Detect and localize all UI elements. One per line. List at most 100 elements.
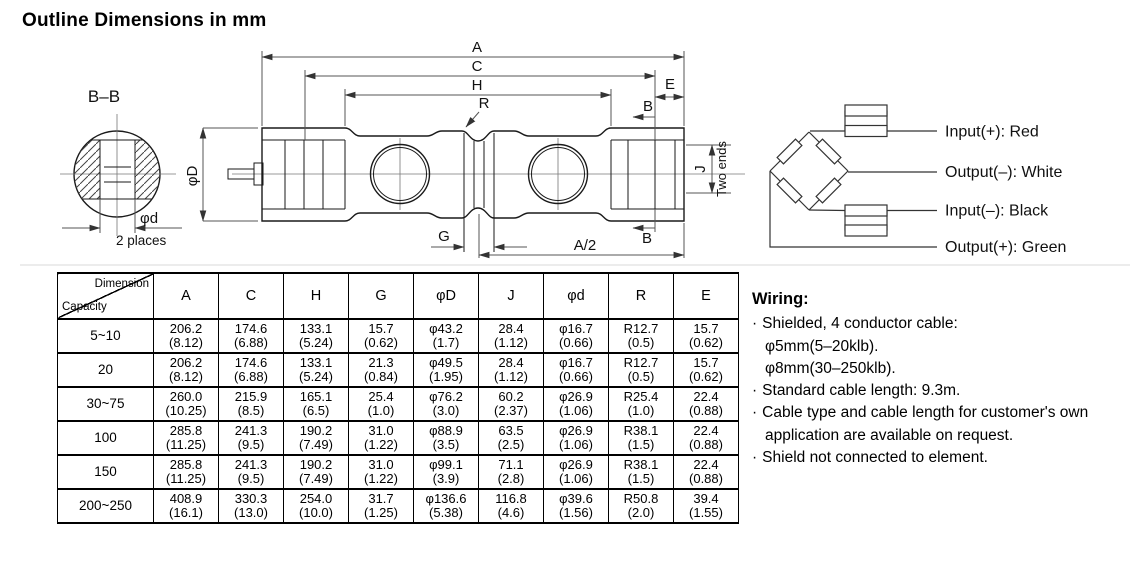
- dimension-annotations: A C H E R B B φD: [184, 39, 731, 259]
- page-title: Outline Dimensions in mm: [22, 10, 267, 31]
- wiring-notes-heading: Wiring:: [752, 290, 809, 308]
- bullet-marker: ·: [752, 449, 758, 467]
- dim-cell: φ26.9 (1.06): [543, 420, 609, 456]
- strain-gauge-resistor: [776, 138, 803, 165]
- column-header-e: E: [673, 272, 739, 320]
- dim-cell: 254.0 (10.0): [283, 488, 349, 524]
- compensation-resistor: [844, 104, 888, 117]
- dim-cell: 206.2 (8.12): [153, 318, 219, 354]
- dim-cell: 241.3 (9.5): [218, 454, 284, 490]
- side-view-load-cell: [227, 127, 745, 258]
- dim-cell: 15.7 (0.62): [673, 352, 739, 388]
- table-row: 100 285.8 (11.25) 241.3 (9.5) 190.2 (7.4…: [57, 420, 739, 456]
- compensation-resistor: [844, 124, 888, 138]
- dim-cell: 190.2 (7.49): [283, 454, 349, 490]
- dim-cell: 285.8 (11.25): [153, 454, 219, 490]
- dim-cell: 63.5 (2.5): [478, 420, 544, 456]
- dim-label-c: C: [472, 58, 483, 75]
- dim-cell: 215.9 (8.5): [218, 386, 284, 422]
- dim-label-r: R: [479, 95, 490, 112]
- note-text: Cable type and cable length for customer…: [762, 404, 1089, 444]
- dim-cell: 31.0 (1.22): [348, 420, 414, 456]
- bullet-marker: ·: [752, 315, 758, 333]
- column-header-c: C: [218, 272, 284, 320]
- capacity-cell: 200~250: [57, 488, 154, 524]
- bullet-marker: ·: [752, 382, 758, 400]
- wiring-note-item: ·Shield not connected to element.: [752, 447, 1120, 469]
- note-text: φ5mm(5–20klb).: [765, 337, 879, 355]
- corner-dimension-label: Dimension: [94, 278, 149, 290]
- dim-cell: 22.4 (0.88): [673, 454, 739, 490]
- compensation-resistor: [844, 224, 888, 237]
- table-row: 20 206.2 (8.12) 174.6 (6.88) 133.1 (5.24…: [57, 352, 739, 388]
- dim-cell: 330.3 (13.0): [218, 488, 284, 524]
- dim-label-a-half: A/2: [574, 237, 597, 254]
- dimension-table: Dimension Capacity A C H G φD J φd R E 5…: [57, 272, 739, 524]
- dim-cell: 15.7 (0.62): [673, 318, 739, 354]
- dim-cell: φ49.5 (1.95): [413, 352, 479, 388]
- section-label: B–B: [88, 87, 120, 106]
- column-header-g: G: [348, 272, 414, 320]
- capacity-cell: 150: [57, 454, 154, 490]
- dim-label-phi-D: φD: [184, 166, 201, 187]
- dim-cell: 190.2 (7.49): [283, 420, 349, 456]
- dim-cell: 174.6 (6.88): [218, 352, 284, 388]
- note-text: φ8mm(30–250klb).: [765, 359, 896, 377]
- dim-cell: 25.4 (1.0): [348, 386, 414, 422]
- dim-cell: R38.1 (1.5): [608, 454, 674, 490]
- dim-cell: φ99.1 (3.9): [413, 454, 479, 490]
- dim-cell: R50.8 (2.0): [608, 488, 674, 524]
- table-row: 5~10 206.2 (8.12) 174.6 (6.88) 133.1 (5.…: [57, 318, 739, 354]
- dim-cell: 71.1 (2.8): [478, 454, 544, 490]
- note-text: Shield not connected to element.: [762, 449, 988, 467]
- dim-cell: φ76.2 (3.0): [413, 386, 479, 422]
- wiring-notes: Wiring: ·Shielded, 4 conductor cable: φ5…: [752, 288, 1120, 469]
- dim-cell: 22.4 (0.88): [673, 420, 739, 456]
- column-header-phi-D: φD: [413, 272, 479, 320]
- dim-cell: 31.0 (1.22): [348, 454, 414, 490]
- note-text: Standard cable length: 9.3m.: [762, 382, 961, 400]
- dim-cell: 260.0 (10.25): [153, 386, 219, 422]
- dim-cell: φ43.2 (1.7): [413, 318, 479, 354]
- dim-cell: R38.1 (1.5): [608, 420, 674, 456]
- section-mark-b-top: B: [643, 98, 653, 115]
- dim-label-phi-d: φd: [140, 210, 158, 227]
- column-header-h: H: [283, 272, 349, 320]
- bridge-circuit-diagram: Input(+): Red Output(–): White Input(–):…: [769, 104, 1066, 256]
- wiring-note-item: ·Standard cable length: 9.3m.: [752, 380, 1120, 402]
- dim-label-g: G: [438, 228, 450, 245]
- dim-cell: 133.1 (5.24): [283, 318, 349, 354]
- dim-cell: R12.7 (0.5): [608, 318, 674, 354]
- dim-cell: 241.3 (9.5): [218, 420, 284, 456]
- dim-cell: φ16.7 (0.66): [543, 352, 609, 388]
- dim-cell: 21.3 (0.84): [348, 352, 414, 388]
- column-header-r: R: [608, 272, 674, 320]
- column-header-phi-d: φd: [543, 272, 609, 320]
- dim-cell: 28.4 (1.12): [478, 318, 544, 354]
- note-text: Shielded, 4 conductor cable:: [762, 315, 958, 333]
- capacity-cell: 5~10: [57, 318, 154, 354]
- bullet-marker: ·: [752, 404, 758, 422]
- column-header-a: A: [153, 272, 219, 320]
- dim-cell: 31.7 (1.25): [348, 488, 414, 524]
- compensation-resistor: [844, 204, 888, 217]
- section-mark-b-bottom: B: [642, 230, 652, 247]
- table-row: 200~250 408.9 (16.1) 330.3 (13.0) 254.0 …: [57, 488, 739, 524]
- capacity-cell: 20: [57, 352, 154, 388]
- dim-cell: R25.4 (1.0): [608, 386, 674, 422]
- dim-cell: 206.2 (8.12): [153, 352, 219, 388]
- wire-label-input-minus: Input(–): Black: [945, 203, 1049, 220]
- dim-label-a: A: [472, 39, 482, 56]
- dim-label-h: H: [472, 77, 483, 94]
- dim-cell: 285.8 (11.25): [153, 420, 219, 456]
- section-view-bb: B–B φd 2 places: [60, 87, 182, 248]
- dim-cell: 39.4 (1.55): [673, 488, 739, 524]
- column-header-j: J: [478, 272, 544, 320]
- dim-label-j: J: [692, 165, 709, 173]
- dim-cell: 165.1 (6.5): [283, 386, 349, 422]
- dim-cell: 22.4 (0.88): [673, 386, 739, 422]
- wire-label-output-plus: Output(+): Green: [945, 239, 1066, 256]
- dim-cell: φ26.9 (1.06): [543, 454, 609, 490]
